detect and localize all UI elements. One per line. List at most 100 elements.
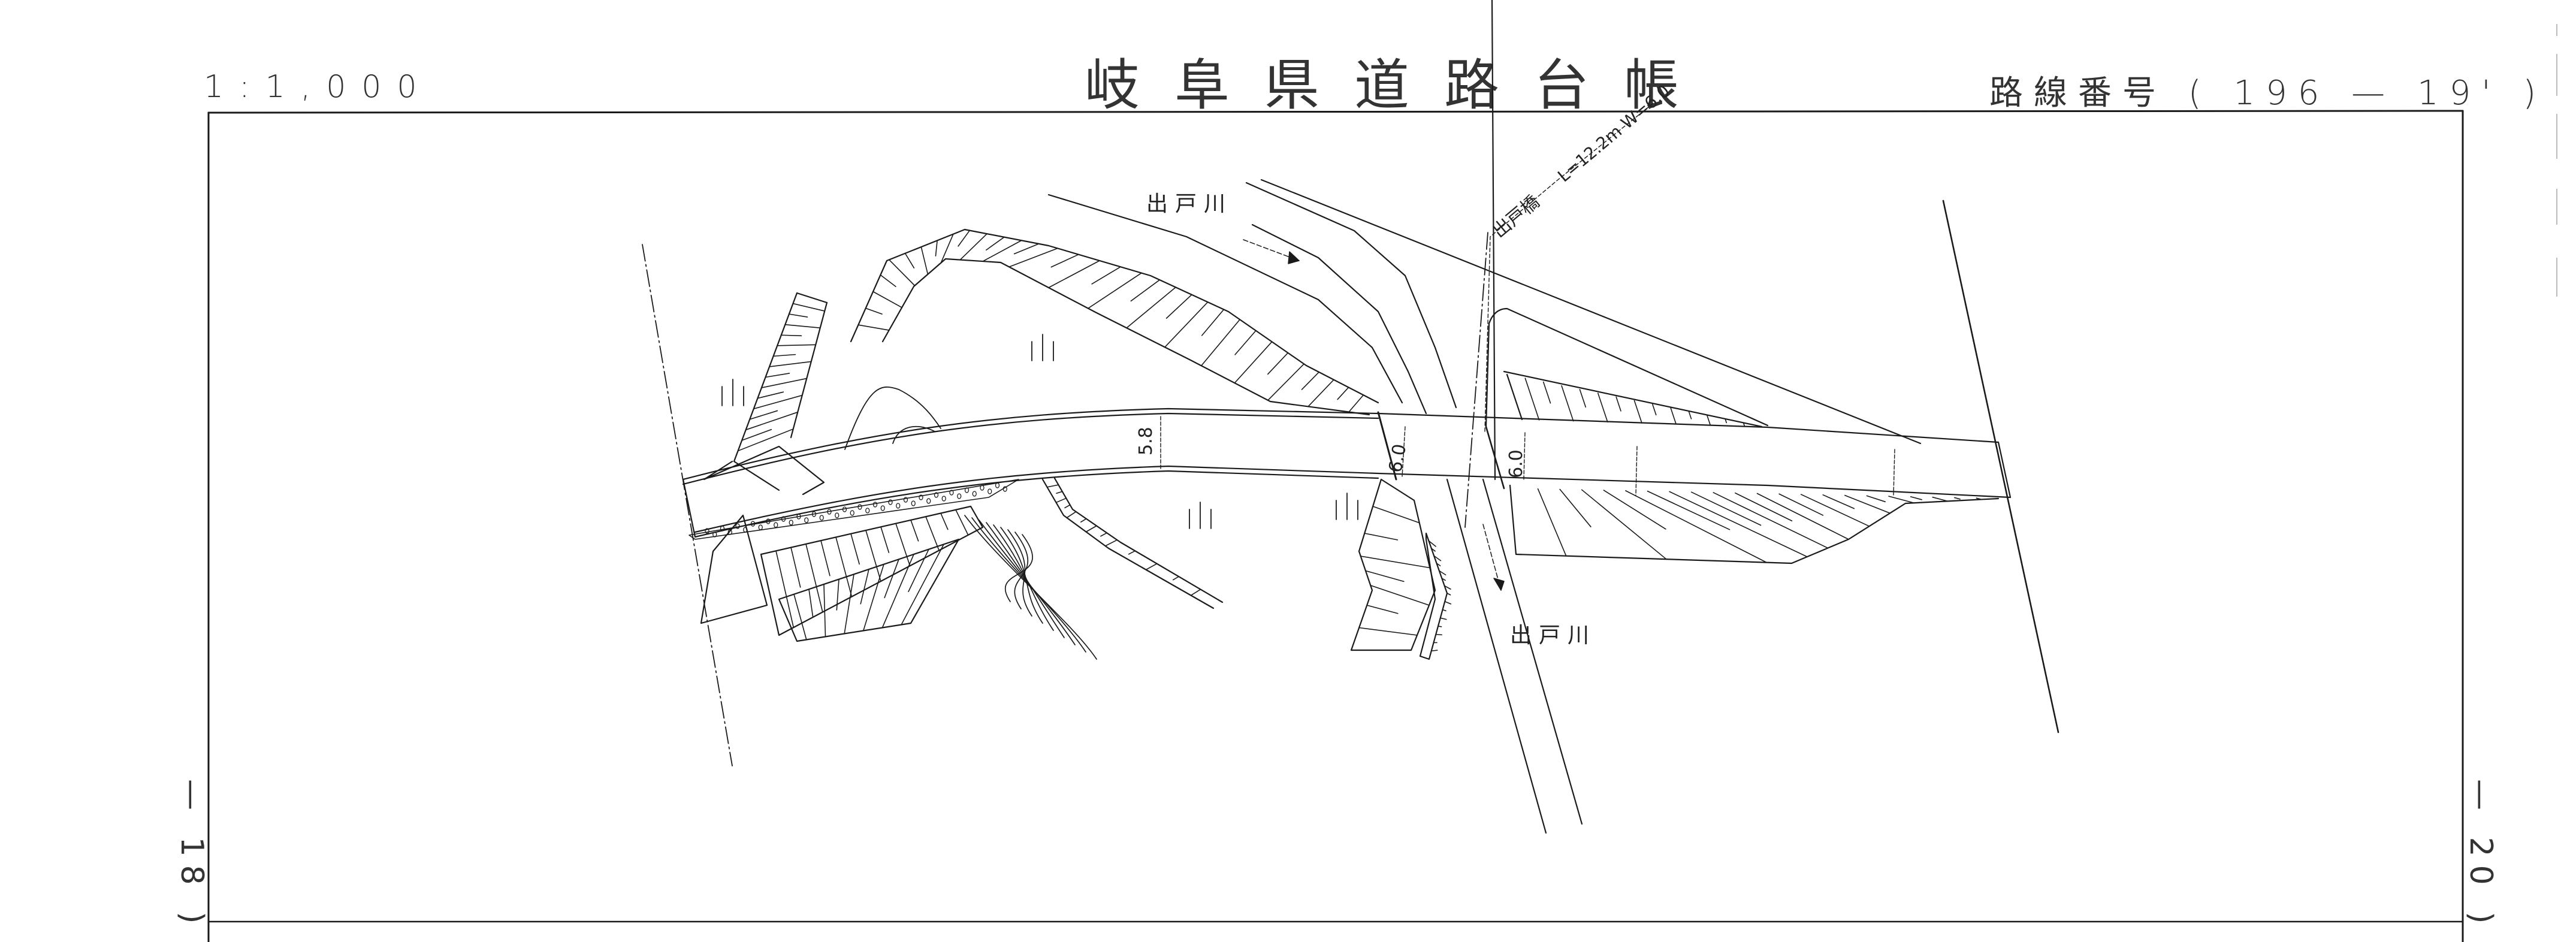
hatch-line bbox=[1172, 576, 1179, 581]
hatch-line bbox=[1100, 532, 1107, 537]
hatch-line bbox=[772, 354, 796, 357]
scan-mark bbox=[2556, 189, 2557, 225]
hatch-line bbox=[925, 516, 940, 551]
hatch-line bbox=[1364, 533, 1399, 541]
hatch-line bbox=[1778, 493, 1824, 516]
hatch-line bbox=[1441, 578, 1446, 581]
hatch-line bbox=[1615, 396, 1621, 412]
gravel-dot bbox=[712, 532, 717, 538]
gravel-dot bbox=[819, 515, 824, 521]
hatch-line bbox=[1050, 253, 1079, 268]
gravel-dot bbox=[896, 503, 901, 509]
hatch-line bbox=[1438, 626, 1442, 627]
hatch-line bbox=[1524, 378, 1540, 421]
hatch-line bbox=[805, 544, 823, 613]
map-frame bbox=[207, 110, 2464, 942]
hatch-line bbox=[1743, 422, 1745, 427]
slope-north-west bbox=[703, 292, 828, 496]
hatch-line bbox=[1164, 301, 1209, 348]
hatch-line bbox=[1267, 352, 1289, 375]
hatch-line bbox=[784, 324, 821, 328]
hatch-line bbox=[865, 307, 883, 315]
hatch-line bbox=[1735, 492, 1793, 522]
gravel-dot bbox=[934, 492, 939, 498]
scan-mark bbox=[2556, 258, 2557, 297]
hatch-line bbox=[880, 526, 890, 553]
hatch-line bbox=[780, 334, 802, 337]
gravel-dot bbox=[758, 524, 763, 530]
hatch-line bbox=[749, 410, 778, 420]
hatch-line bbox=[1633, 400, 1642, 424]
slope-east bbox=[1260, 179, 2000, 564]
hatch-line bbox=[1048, 260, 1100, 288]
hatch-line bbox=[1267, 363, 1304, 401]
hatch-line bbox=[1370, 585, 1430, 606]
gravel-dot bbox=[789, 520, 793, 526]
hatch-line bbox=[792, 303, 826, 312]
hatch-line bbox=[1597, 393, 1608, 423]
scan-mark bbox=[2556, 54, 2557, 96]
hatch-line bbox=[1725, 418, 1728, 424]
hatch-line bbox=[1647, 490, 1731, 530]
gravel-dot bbox=[835, 512, 839, 518]
hatch-line bbox=[1190, 588, 1201, 596]
hatch-line bbox=[1008, 247, 1058, 268]
hatch-line bbox=[1366, 605, 1399, 614]
slope-south-fan bbox=[964, 515, 1097, 660]
hatch-line bbox=[1688, 411, 1692, 419]
gravel-dot bbox=[903, 497, 908, 503]
hatch-line bbox=[1358, 627, 1418, 636]
hatch-line bbox=[1126, 286, 1176, 329]
hatch-line bbox=[1104, 539, 1118, 547]
hatch-line bbox=[737, 428, 794, 452]
boundary-lines bbox=[642, 232, 1488, 766]
width-dimension-bridge-east bbox=[1523, 432, 1526, 480]
scan-mark bbox=[2556, 24, 2557, 36]
hatch-line bbox=[835, 536, 853, 597]
hatch-line bbox=[1542, 381, 1551, 404]
route-number-value: ( 196 — 19' ) bbox=[2188, 74, 2547, 113]
hatch-line bbox=[1559, 488, 1591, 527]
hatch-line bbox=[1201, 319, 1240, 367]
hatch-line bbox=[820, 540, 831, 576]
scan-mark bbox=[2556, 114, 2557, 159]
terrain-symbols bbox=[721, 334, 1358, 529]
hatch-line bbox=[789, 313, 808, 318]
hatch-line bbox=[1430, 650, 1438, 652]
hatch-line bbox=[1822, 494, 1855, 509]
gravel-dot bbox=[766, 518, 771, 524]
hatch-line bbox=[769, 361, 812, 367]
gravel-dot bbox=[957, 493, 962, 499]
hatch-line bbox=[1360, 555, 1431, 569]
river-lower bbox=[1446, 0, 1583, 834]
gravel-dot bbox=[804, 517, 809, 523]
hatch-line bbox=[865, 530, 881, 582]
hatch-line bbox=[1932, 496, 1949, 502]
hatch-line bbox=[1888, 496, 1914, 504]
hatch-line bbox=[1603, 490, 1666, 530]
road-width-bridge-west: 6.0 bbox=[1385, 442, 1411, 474]
hatch-line bbox=[1625, 490, 1767, 563]
hatch-line bbox=[1088, 272, 1142, 309]
hatch-line bbox=[1307, 379, 1334, 407]
route-number-label: 路線番号 bbox=[1989, 74, 2167, 113]
hatch-line bbox=[889, 259, 916, 286]
hatch-line bbox=[741, 428, 772, 441]
hatch-line bbox=[1064, 504, 1071, 509]
gravel-dot bbox=[750, 521, 756, 527]
hatch-line bbox=[908, 548, 929, 593]
hatch-line bbox=[1439, 617, 1447, 620]
hatch-line bbox=[1866, 495, 1886, 503]
hatch-line bbox=[1046, 484, 1059, 488]
hatch-line bbox=[1365, 570, 1405, 582]
gravel-dot bbox=[872, 502, 878, 508]
hatch-line bbox=[1372, 506, 1420, 524]
hatch-line bbox=[901, 544, 944, 626]
hatch-line bbox=[1581, 489, 1667, 560]
gravel-dot bbox=[796, 514, 801, 520]
river-label-lower: 出戸川 bbox=[1510, 623, 1596, 648]
hatch-line bbox=[881, 554, 914, 629]
hatch-line bbox=[793, 593, 807, 641]
hatch-line bbox=[1690, 491, 1762, 526]
road-width-bridge-east: 6.0 bbox=[1506, 449, 1527, 478]
